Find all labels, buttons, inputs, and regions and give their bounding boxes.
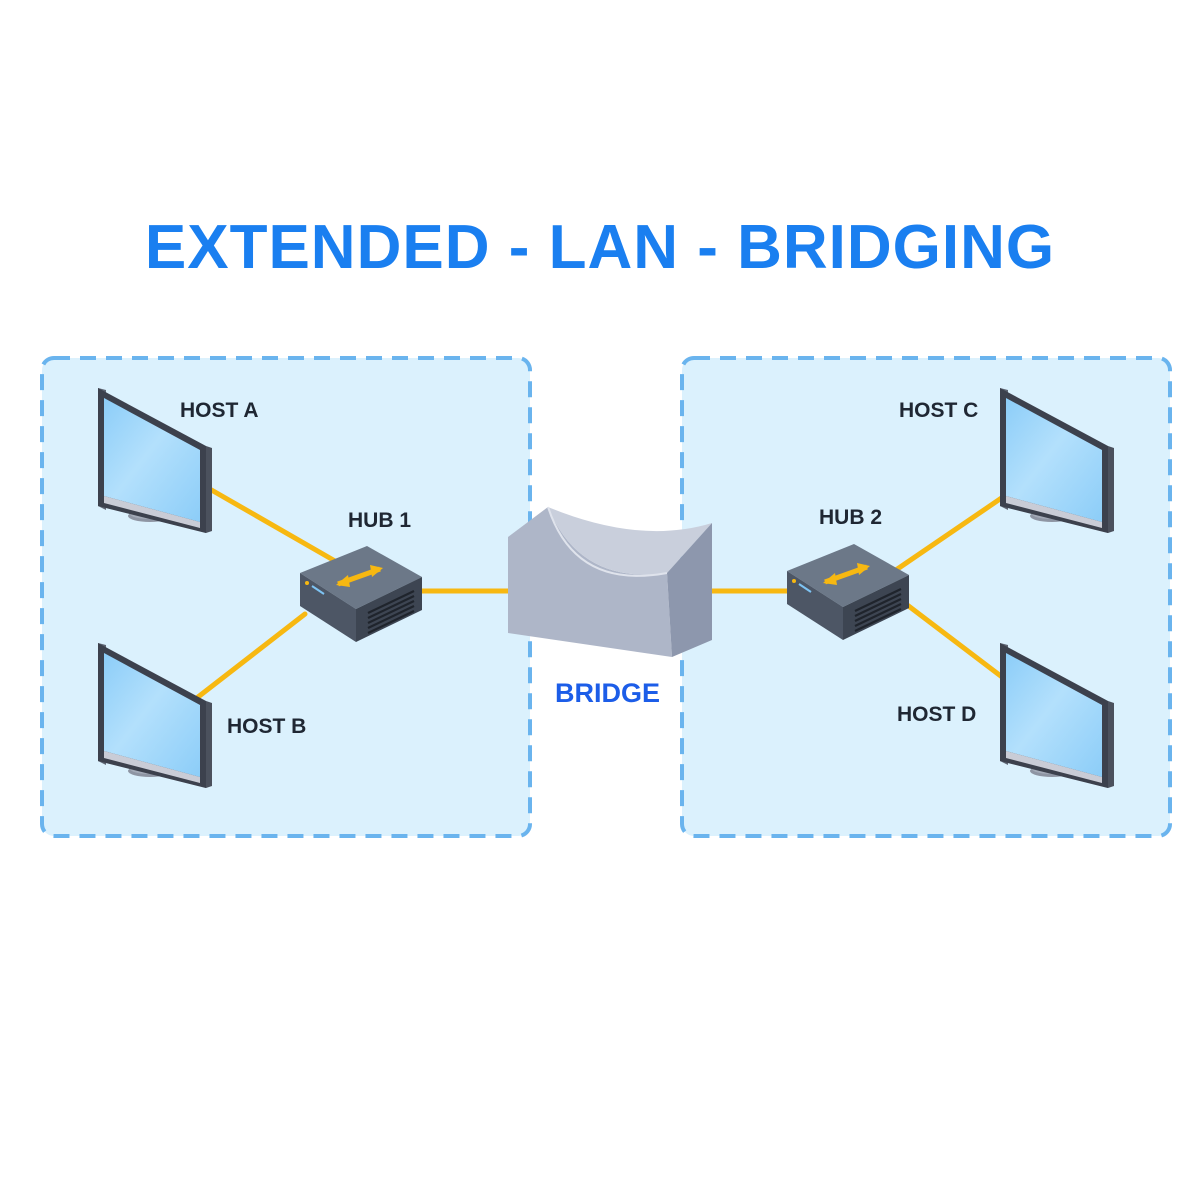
bridge-label: BRIDGE	[555, 678, 661, 708]
hub-2-label: HUB 2	[819, 506, 883, 529]
host-b-label: HOST B	[227, 715, 307, 738]
bridge-icon	[508, 506, 712, 657]
cable-hub2-host-d	[899, 598, 1009, 683]
host-c-label: HOST C	[899, 399, 979, 422]
diagram-title: EXTENDED - LAN - BRIDGING	[144, 213, 1056, 282]
cable-host-b-hub1	[195, 611, 308, 700]
cable-host-a-hub1	[205, 485, 338, 564]
hub-1-label: HUB 1	[348, 509, 412, 532]
host-d-label: HOST D	[897, 703, 977, 726]
host-a-label: HOST A	[180, 399, 259, 422]
